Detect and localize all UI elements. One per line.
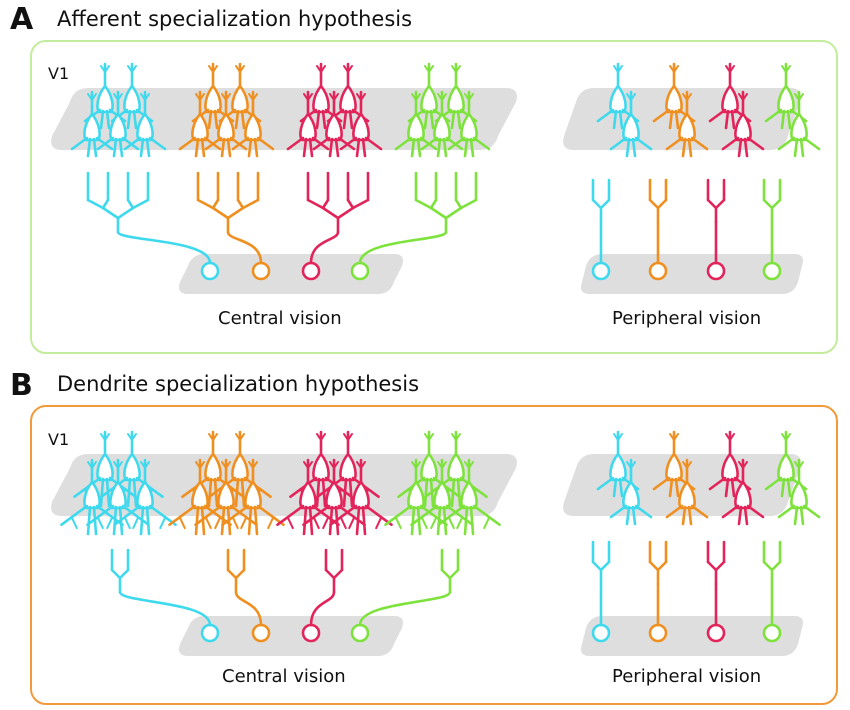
panel-b-title: Dendrite specialization hypothesis [57, 372, 420, 396]
afferent-central-red [301, 171, 370, 281]
panel-a-title: Afferent specialization hypothesis [57, 7, 413, 31]
neuron-red-2 [721, 90, 765, 158]
panel-b-letter: B [10, 368, 33, 403]
panel-a-letter: A [10, 2, 34, 37]
panel-b-lgn-central-band [179, 616, 403, 656]
afferent-central-orange [196, 171, 271, 281]
panel-a-afferents [86, 171, 782, 281]
panel-b-v1-central-band [51, 454, 517, 516]
panel-b-frame [30, 405, 838, 705]
afferent-peripheral-red [706, 540, 726, 643]
neuron-cyan-2 [609, 90, 653, 158]
neuron-orange-2 [665, 458, 709, 526]
panel-b-v1-label: V1 [48, 430, 70, 449]
neuron-red-2 [721, 458, 765, 526]
neuron-green-5 [384, 458, 448, 536]
panel-a-v1-central-band [51, 88, 517, 150]
panel-b-central-caption: Central vision [222, 666, 346, 687]
neuron-orange-4 [231, 90, 275, 158]
afferent-peripheral-cyan [591, 178, 611, 281]
panel-a-central-caption: Central vision [218, 308, 342, 329]
panel-b-afferents [110, 540, 782, 643]
afferent-peripheral-orange [648, 540, 668, 643]
afferent-central-cyan [86, 171, 220, 281]
neuron-red-5 [286, 90, 330, 158]
neuron-orange-1 [652, 430, 696, 498]
neuron-orange-1 [181, 430, 245, 508]
panel-b-lgn-peripheral-band [581, 616, 803, 656]
afferent-peripheral-green [762, 540, 782, 643]
neuron-cyan-5 [60, 458, 124, 536]
neuron-cyan-5 [70, 90, 114, 158]
neuron-orange-5 [168, 458, 232, 536]
neuron-green-2 [777, 90, 821, 158]
afferent-central-orange [226, 548, 271, 643]
neuron-orange-2 [665, 90, 709, 158]
neuron-cyan-2 [609, 458, 653, 526]
panel-a-central-neurons [70, 62, 491, 158]
neuron-red-3 [312, 90, 356, 158]
panel-a-v1-label: V1 [48, 64, 70, 83]
panel-b-peripheral-neurons [596, 430, 821, 526]
neuron-green-4 [447, 90, 491, 158]
neuron-orange-3 [194, 458, 258, 536]
neuron-orange-5 [178, 90, 222, 158]
neuron-cyan-1 [596, 62, 640, 130]
panel-b-peripheral-caption: Peripheral vision [612, 666, 762, 687]
panel-b-central-neurons [60, 430, 501, 536]
neuron-orange-3 [204, 90, 248, 158]
afferent-peripheral-cyan [591, 540, 611, 643]
afferent-peripheral-green [762, 178, 782, 281]
panel-a-peripheral-neurons [596, 62, 821, 158]
neuron-red-4 [339, 90, 383, 158]
panel-a-peripheral-caption: Peripheral vision [612, 308, 762, 329]
afferent-central-green [350, 548, 460, 643]
neuron-green-2 [434, 62, 478, 130]
neuron-green-2 [777, 458, 821, 526]
neuron-green-5 [394, 90, 438, 158]
neuron-orange-1 [191, 62, 235, 130]
afferent-peripheral-orange [648, 178, 668, 281]
afferent-central-red [301, 548, 344, 643]
neuron-cyan-3 [96, 90, 140, 158]
afferent-peripheral-red [706, 178, 726, 281]
afferent-central-green [350, 171, 478, 281]
neuron-cyan-4 [123, 90, 167, 158]
panel-a-lgn-peripheral-band [581, 254, 803, 294]
neuron-cyan-2 [110, 62, 154, 130]
afferent-central-cyan [110, 548, 220, 643]
panel-a-lgn-central-band [179, 254, 403, 294]
panel-a-frame [30, 40, 838, 354]
neuron-green-1 [764, 430, 808, 498]
neuron-cyan-4 [113, 458, 177, 536]
neuron-red-5 [276, 458, 340, 536]
